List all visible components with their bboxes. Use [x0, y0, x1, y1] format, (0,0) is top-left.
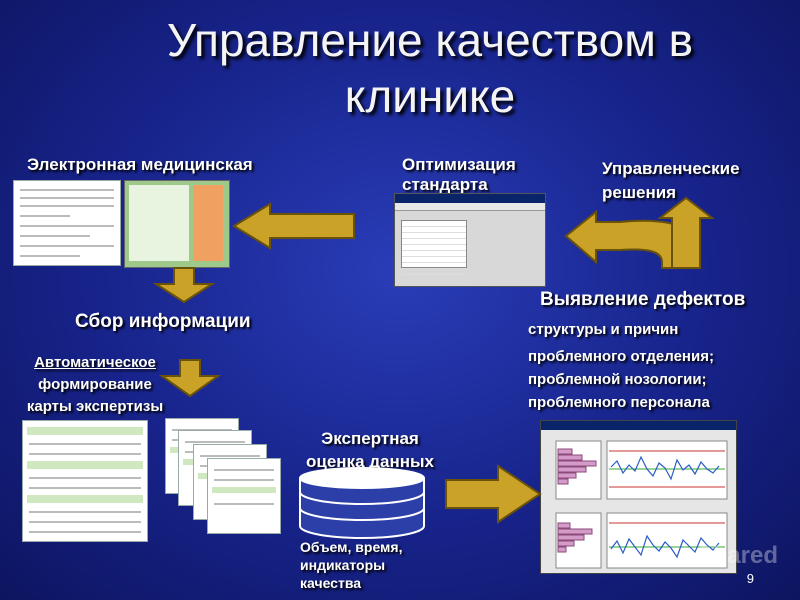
control-chart-graphic — [541, 421, 736, 569]
emr-label: Электронная медицинская — [27, 155, 253, 174]
arrow-data-to-chart — [445, 464, 542, 524]
arrow-standard-to-emr — [232, 202, 355, 250]
control-chart-screenshot — [540, 420, 737, 574]
auto-line-1: Автоматическое — [34, 354, 156, 371]
auto-label: Автоматическое формирование карты экспер… — [10, 352, 180, 418]
standard-window-screenshot — [394, 193, 546, 287]
database-cylinder — [299, 467, 425, 539]
defects-line-1: структуры и причин — [528, 321, 679, 338]
optimization-line-1: Оптимизация — [402, 155, 516, 174]
auto-line-3: карты экспертизы — [26, 398, 164, 415]
page-number: 9 — [746, 571, 754, 586]
management-label: Управленческие решения — [602, 157, 740, 205]
arrow-up-to-management — [657, 196, 715, 269]
optimization-label: Оптимизация стандарта — [402, 155, 516, 195]
defects-line-2: проблемного отделения; — [528, 348, 714, 365]
db-caption: Объем, время, индикаторы качества — [300, 538, 402, 592]
arrow-emr-to-collection — [152, 267, 216, 304]
emr-form-screenshot — [13, 180, 121, 266]
management-line-1: Управленческие — [602, 159, 740, 178]
optimization-line-2: стандарта — [402, 175, 488, 194]
expert-line-1: Экспертная — [321, 429, 419, 448]
management-line-2: решения — [602, 183, 677, 202]
expert-label: Экспертная оценка данных — [290, 427, 450, 473]
title-line-1: Управление качеством в — [166, 14, 694, 66]
expert-line-2: оценка данных — [306, 452, 434, 471]
defects-line-4: проблемного персонала — [528, 394, 710, 411]
defects-list: структуры и причин проблемного отделения… — [528, 318, 714, 414]
title-line-2: клинике — [344, 70, 516, 122]
expert-card-form — [22, 420, 148, 542]
db-line-3: качества — [300, 575, 362, 591]
collection-label: Сбор информации — [75, 311, 251, 332]
watermark: Shared — [696, 542, 778, 569]
auto-line-2: формирование — [38, 376, 152, 393]
arrow-management-to-standard — [564, 209, 689, 269]
defects-line-3: проблемной нозологии; — [528, 371, 707, 388]
defects-title: Выявление дефектов — [540, 289, 746, 310]
slide-title: Управление качеством в клинике — [0, 12, 800, 124]
db-line-2: индикаторы — [300, 557, 386, 573]
db-line-1: Объем, время, — [300, 539, 403, 555]
expert-card-stack-4 — [207, 458, 281, 534]
emr-app-screenshot — [124, 180, 230, 268]
